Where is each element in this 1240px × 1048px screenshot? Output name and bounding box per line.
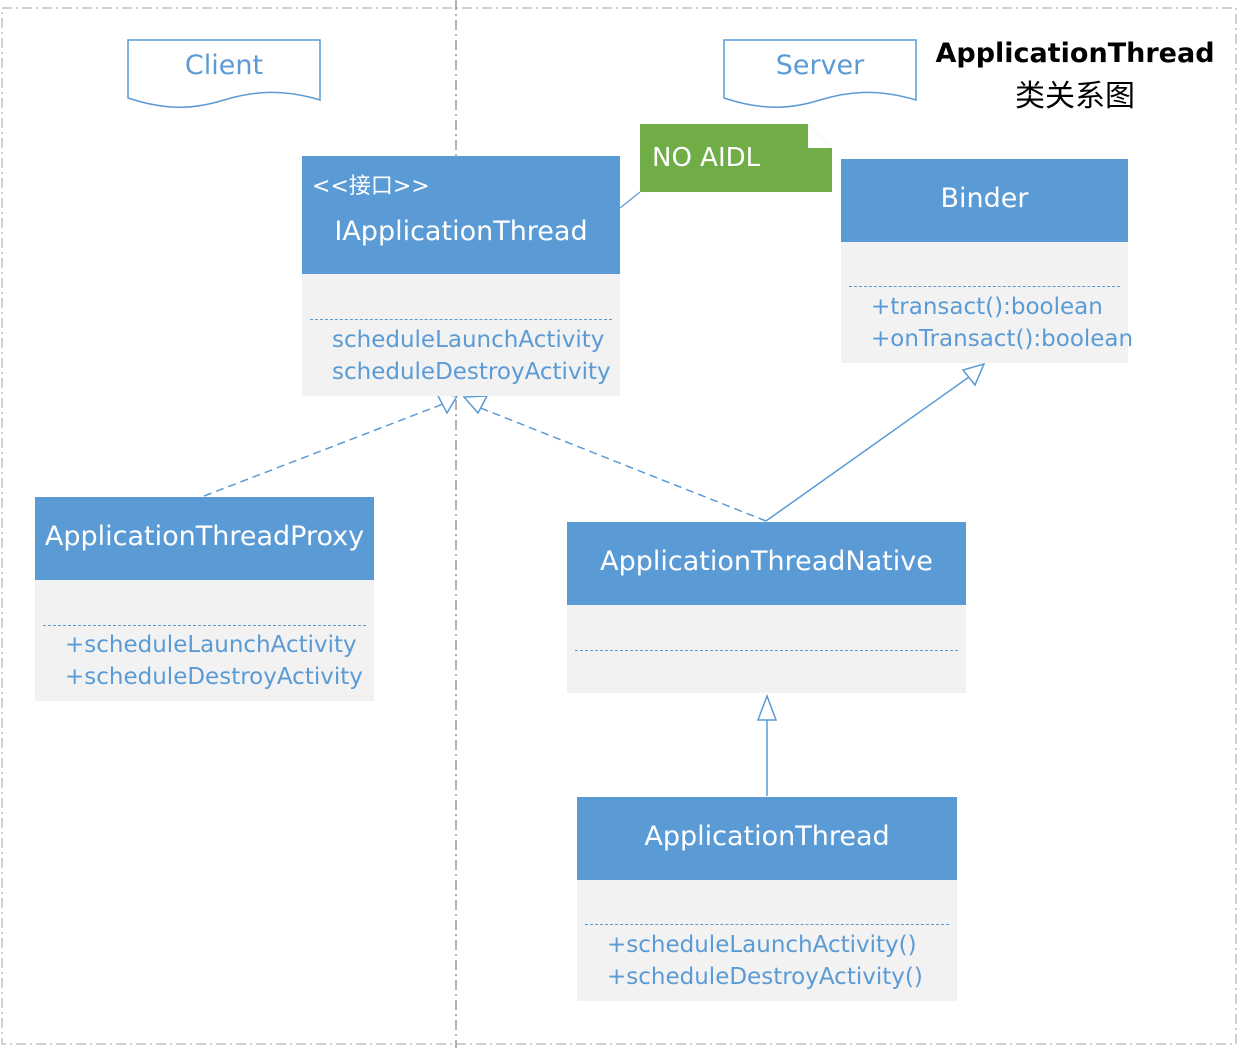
class-operations: +scheduleLaunchActivity +scheduleDestroy… bbox=[65, 629, 363, 693]
title-line-1: ApplicationThread bbox=[935, 38, 1215, 69]
note-shape bbox=[640, 124, 832, 192]
class-operation: +scheduleDestroyActivity bbox=[65, 664, 363, 690]
native-generalization-arrowhead bbox=[756, 693, 778, 721]
class-separator bbox=[310, 319, 612, 320]
native-realization-arrowhead bbox=[462, 395, 489, 415]
class-header: Binder bbox=[841, 159, 1128, 242]
class-header: ApplicationThreadProxy bbox=[35, 497, 374, 580]
class-operation: +scheduleLaunchActivity bbox=[65, 632, 357, 658]
class-iapplicationthread[interactable]: <<接口>> IApplicationThread scheduleLaunch… bbox=[302, 156, 620, 396]
proxy-realization-line bbox=[203, 403, 444, 497]
diagram-title: ApplicationThread 类关系图 bbox=[930, 38, 1220, 115]
class-name: IApplicationThread bbox=[334, 216, 588, 247]
class-binder[interactable]: Binder +transact():boolean +onTransact()… bbox=[841, 159, 1133, 363]
class-header: <<接口>> IApplicationThread bbox=[302, 156, 620, 274]
class-operation: +transact():boolean bbox=[871, 294, 1103, 320]
class-name: Binder bbox=[940, 183, 1029, 214]
proxy-realization-arrowhead bbox=[435, 393, 459, 415]
class-operation: scheduleDestroyActivity bbox=[332, 359, 611, 385]
class-operation: +onTransact():boolean bbox=[871, 326, 1134, 352]
class-operations: +transact():boolean +onTransact():boolea… bbox=[871, 291, 1133, 355]
server-banner-shape bbox=[723, 39, 917, 108]
native-generalization-line bbox=[765, 376, 970, 522]
server-lane-label: Server bbox=[775, 50, 865, 81]
class-separator bbox=[585, 924, 949, 925]
class-operations: scheduleLaunchActivity scheduleDestroyAc… bbox=[332, 324, 611, 388]
client-banner-shape bbox=[127, 39, 321, 108]
class-header: ApplicationThreadNative bbox=[567, 522, 966, 605]
class-applicationthreadnative[interactable]: ApplicationThreadNative bbox=[567, 522, 966, 693]
outer-frame bbox=[1, 7, 1237, 1045]
class-name: ApplicationThreadProxy bbox=[44, 521, 365, 552]
class-applicationthread[interactable]: ApplicationThread +scheduleLaunchActivit… bbox=[577, 797, 957, 1001]
class-separator bbox=[575, 650, 958, 651]
class-operation: +scheduleLaunchActivity() bbox=[607, 932, 917, 958]
client-lane-label: Client bbox=[184, 50, 264, 81]
note-connector bbox=[619, 191, 641, 209]
class-separator bbox=[43, 625, 366, 626]
note-label: NO AIDL bbox=[652, 143, 761, 173]
class-header: ApplicationThread bbox=[577, 797, 957, 880]
class-operations: +scheduleLaunchActivity() +scheduleDestr… bbox=[607, 929, 923, 993]
class-name: ApplicationThread bbox=[644, 821, 890, 852]
class-separator bbox=[849, 286, 1120, 287]
class-stereotype: <<接口>> bbox=[312, 174, 430, 199]
class-operation: +scheduleDestroyActivity() bbox=[607, 964, 923, 990]
title-line-2: 类关系图 bbox=[1015, 79, 1135, 114]
class-applicationthreadproxy[interactable]: ApplicationThreadProxy +scheduleLaunchAc… bbox=[35, 497, 374, 701]
note-fold bbox=[808, 124, 832, 148]
class-operation: scheduleLaunchActivity bbox=[332, 327, 605, 353]
native-realization-line bbox=[477, 406, 767, 522]
binder-generalization-arrowhead bbox=[961, 362, 986, 387]
class-name: ApplicationThreadNative bbox=[600, 546, 933, 577]
